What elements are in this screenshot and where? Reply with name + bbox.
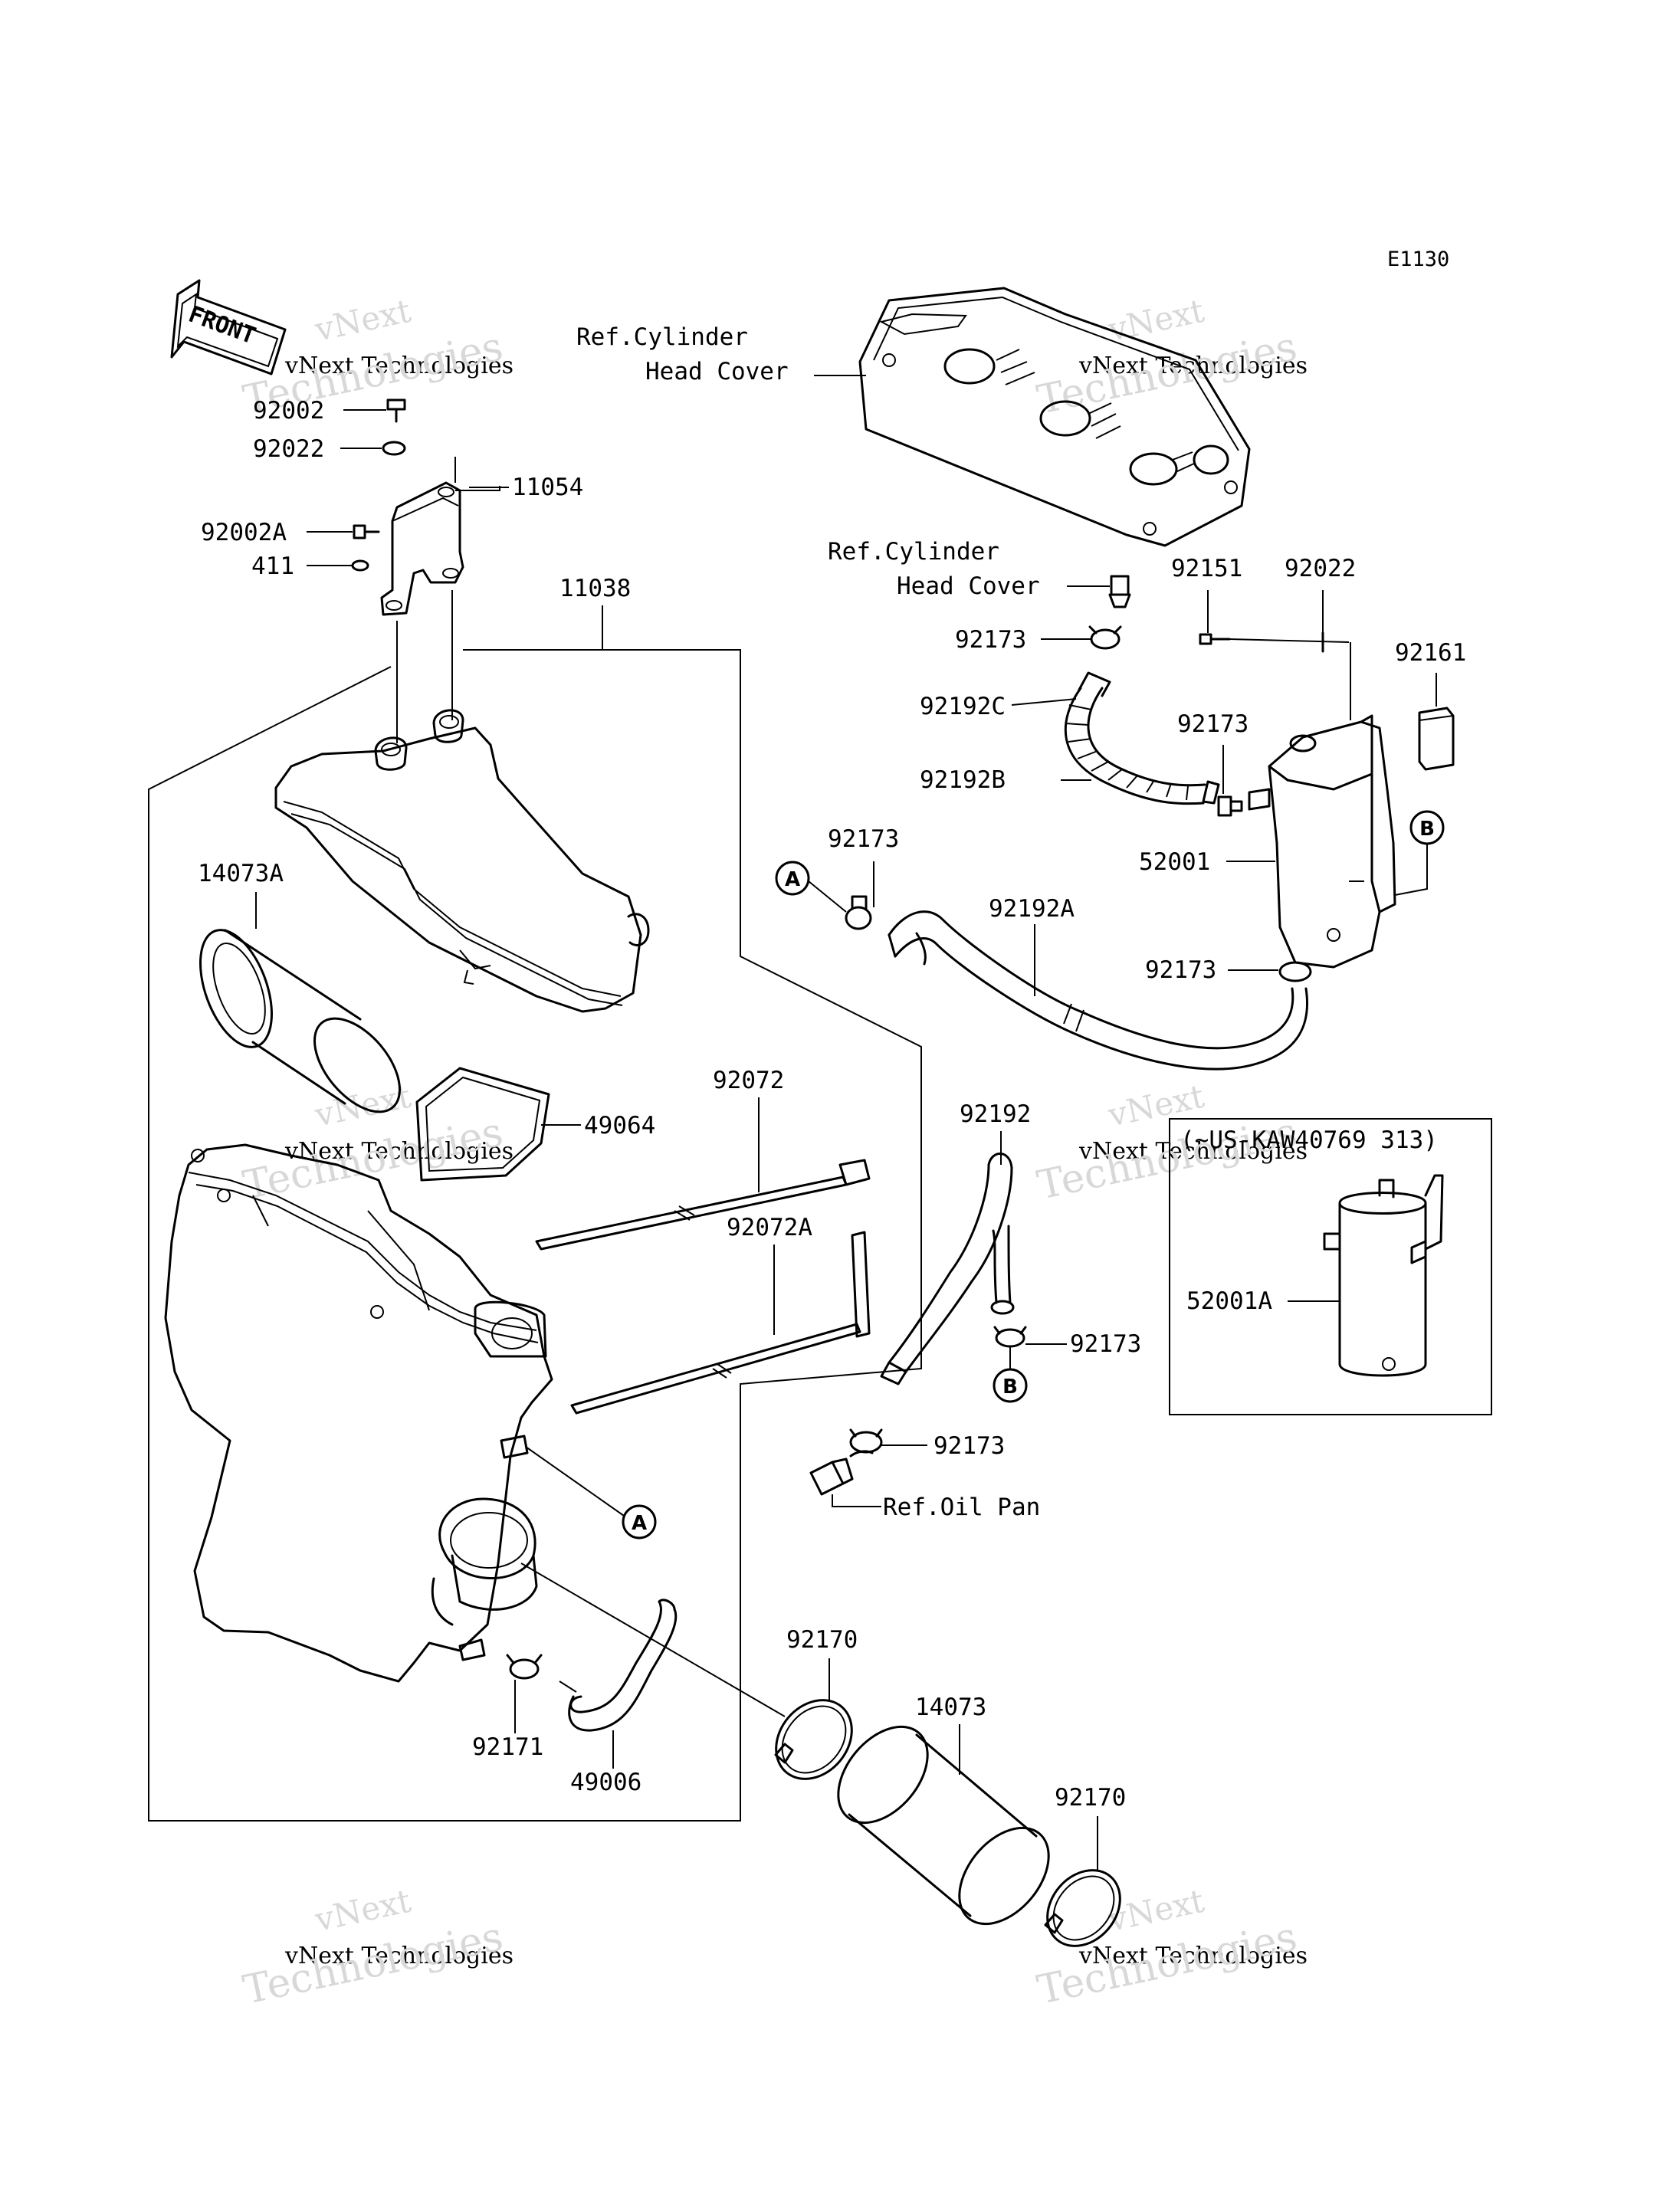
cable-tie-92072a <box>570 1231 871 1415</box>
part-label-92170-a: 92170 <box>786 1626 858 1654</box>
drain-hose-49006 <box>568 1599 678 1732</box>
svg-text:vNext: vNext <box>311 1882 414 1939</box>
svg-text:Technologies: Technologies <box>1033 1913 1301 2013</box>
svg-text:Technologies: Technologies <box>1033 1109 1301 1208</box>
diagram-code: E1130 <box>1387 248 1449 271</box>
part-label-92022-b: 92022 <box>1285 555 1356 582</box>
svg-text:B: B <box>1419 818 1435 841</box>
part-label-92173-b: 92173 <box>1177 710 1249 738</box>
ref-cylinder-head-cover-1b: Head Cover <box>645 358 789 385</box>
oil-pan-fitting <box>809 1450 874 1496</box>
air-cleaner-upper-housing <box>274 709 650 1013</box>
part-label-14073: 14073 <box>915 1694 986 1721</box>
svg-text:vNext Technologies: vNext Technologies <box>1078 1138 1308 1165</box>
hose-92192b-corrugated <box>1064 671 1220 805</box>
part-label-92002a: 92002A <box>201 519 287 546</box>
separator-tank-52001a <box>1323 1174 1444 1377</box>
part-label-92192c: 92192C <box>920 693 1006 720</box>
intake-duct-14073 <box>837 1725 1050 1926</box>
part-label-92002: 92002 <box>253 397 324 425</box>
nut-92161 <box>1418 707 1455 771</box>
air-filter-element-14073a <box>199 929 402 1113</box>
hose-92192 <box>880 1153 1015 1385</box>
ref-cylinder-head-cover-1: Ref.Cylinder <box>576 323 748 351</box>
callout-b-upper: B <box>1409 810 1445 845</box>
air-cleaner-lower-housing <box>164 1143 553 1683</box>
part-label-92192a: 92192A <box>989 895 1075 923</box>
part-label-92072: 92072 <box>713 1067 784 1094</box>
part-label-49064: 49064 <box>584 1112 655 1139</box>
part-label-92192b: 92192B <box>920 766 1006 794</box>
part-label-11054: 11054 <box>512 474 583 501</box>
variant-box: (~US-KAW40769 313) 52001A <box>1169 1118 1492 1415</box>
hose-clamp-92173-b <box>1217 795 1243 817</box>
svg-text:Technologies: Technologies <box>239 1913 507 2013</box>
ref-cylinder-head-cover-2: Ref.Cylinder <box>828 538 999 566</box>
variant-box-title: (~US-KAW40769 313) <box>1180 1126 1438 1154</box>
part-label-92161: 92161 <box>1395 639 1466 667</box>
part-label-92151: 92151 <box>1171 555 1242 582</box>
hose-clamp-92173-e <box>993 1326 1027 1348</box>
bolt-92002a <box>353 524 380 539</box>
part-label-411: 411 <box>251 553 294 580</box>
svg-text:vNext Technologies: vNext Technologies <box>1078 1943 1308 1969</box>
part-label-92171: 92171 <box>472 1733 543 1761</box>
part-label-92173-a: 92173 <box>955 626 1026 654</box>
bracket-11054 <box>380 481 464 616</box>
svg-text:Technologies: Technologies <box>1033 323 1301 423</box>
hose-clamp-92170-a <box>774 1699 853 1780</box>
svg-text:B: B <box>1002 1376 1018 1399</box>
watermark-mid-left: vNext vNext Technologies Technologies <box>239 1077 514 1209</box>
part-label-52001: 52001 <box>1139 848 1210 876</box>
svg-text:vNext Technologies: vNext Technologies <box>284 353 514 379</box>
front-arrow-icon: FRONT <box>170 279 287 375</box>
part-label-92173-f: 92173 <box>934 1432 1005 1460</box>
bolt-92151 <box>1199 633 1231 645</box>
callout-b-lower: B <box>993 1368 1028 1403</box>
screw-92002 <box>386 398 406 423</box>
svg-text:vNext Technologies: vNext Technologies <box>284 1138 514 1165</box>
part-label-92192: 92192 <box>960 1100 1031 1128</box>
hose-clamp-92171 <box>506 1654 543 1680</box>
hose-clamp-92173-d <box>1278 961 1312 982</box>
washer-92022 <box>382 441 406 456</box>
svg-text:A: A <box>632 1512 647 1535</box>
svg-text:Technologies: Technologies <box>239 1109 507 1208</box>
svg-text:vNext: vNext <box>1104 292 1207 349</box>
part-label-52001a: 52001A <box>1186 1287 1272 1315</box>
hose-clamp-92173-a <box>1088 625 1122 650</box>
svg-text:A: A <box>785 868 800 891</box>
ref-oil-pan: Ref.Oil Pan <box>883 1494 1040 1521</box>
part-label-11038: 11038 <box>559 575 631 602</box>
callout-a-lower: A <box>622 1504 657 1540</box>
part-label-92173-c: 92173 <box>828 825 899 853</box>
part-label-92022: 92022 <box>253 435 324 463</box>
watermark-bottom-left: vNext vNext Technologies Technologies <box>239 1882 514 2014</box>
hose-clamp-92173-f <box>849 1428 883 1454</box>
callout-a-upper: A <box>775 861 810 896</box>
part-label-14073a: 14073A <box>198 860 284 887</box>
cable-tie-92072 <box>535 1159 871 1251</box>
part-label-49006: 49006 <box>570 1769 641 1796</box>
part-label-92173-e: 92173 <box>1070 1330 1141 1358</box>
assembly-11038-outline <box>148 605 922 1822</box>
breather-fitting <box>1108 575 1131 608</box>
washer-411 <box>351 559 369 572</box>
hose-clamp-92173-c <box>845 895 872 930</box>
svg-text:vNext: vNext <box>1104 1077 1207 1134</box>
hose-92192a <box>888 910 1309 1071</box>
part-label-92170-b: 92170 <box>1055 1784 1126 1812</box>
svg-text:FRONT: FRONT <box>185 301 259 350</box>
ref-cylinder-head-cover-2b: Head Cover <box>897 572 1040 600</box>
gasket-49064 <box>415 1067 550 1182</box>
svg-text:vNext: vNext <box>311 292 414 349</box>
hose-clamp-92170-b <box>1044 1869 1121 1947</box>
svg-text:vNext Technologies: vNext Technologies <box>284 1943 514 1969</box>
part-label-92173-d: 92173 <box>1145 956 1216 984</box>
watermark-bottom-right: vNext vNext Technologies Technologies <box>1033 1882 1308 2014</box>
separator-tank-52001 <box>1248 714 1396 969</box>
part-label-92072a: 92072A <box>727 1214 812 1241</box>
cylinder-head-cover <box>858 287 1251 547</box>
